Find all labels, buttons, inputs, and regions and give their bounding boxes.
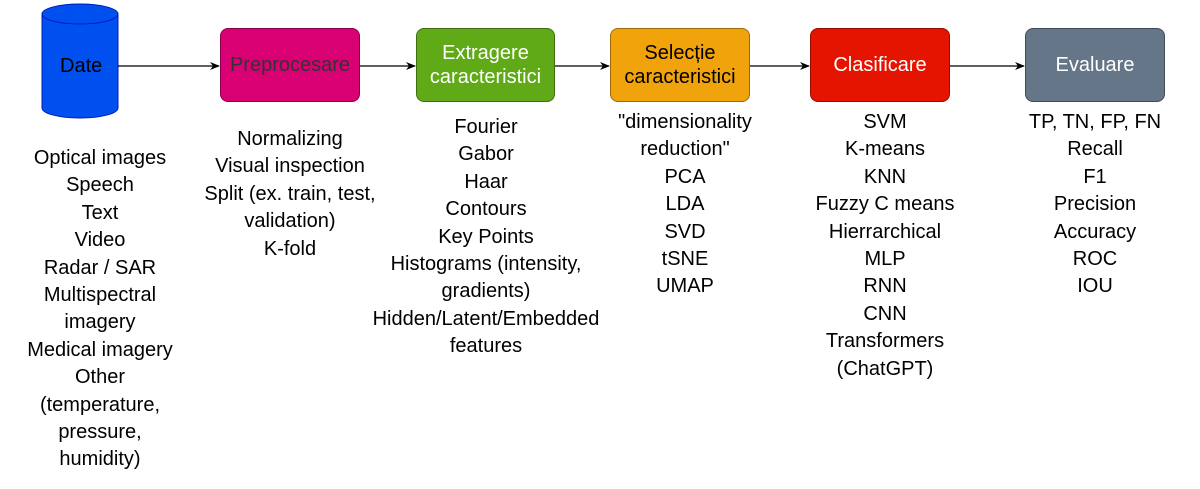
date-details-list: Optical images Speech Text Video Radar /… [0, 145, 200, 474]
list-item: Key Points [438, 225, 534, 248]
list-item: PCA [664, 165, 706, 188]
list-item: (temperature, [39, 393, 161, 416]
list-item: Hierrarchical [828, 220, 942, 243]
list-item: Recall [1067, 138, 1123, 161]
list-item: validation) [244, 210, 336, 233]
list-item: MLP [864, 248, 906, 271]
node-preprocesare: Preprocesare [220, 28, 360, 102]
list-item: F1 [1083, 165, 1107, 188]
list-item: Text [81, 201, 119, 224]
list-item: "dimensionality [618, 111, 752, 133]
list-item: CNN [863, 302, 907, 325]
list-item: Histograms (intensity, [390, 253, 582, 276]
list-item: Video [74, 229, 126, 252]
node-evaluare: Evaluare [1025, 28, 1165, 102]
node-clasificare: Clasificare [810, 28, 950, 102]
date-node-shape [41, 3, 119, 119]
list-item: SVM [863, 111, 907, 133]
list-item: K-means [844, 138, 926, 161]
list-item: reduction" [640, 138, 730, 161]
list-item: pressure, [58, 421, 142, 444]
list-item: KNN [863, 165, 907, 188]
list-item: Other [74, 366, 126, 389]
list-item: Multispectral [43, 284, 157, 307]
list-item: ROC [1072, 248, 1118, 271]
list-item: RNN [863, 275, 907, 298]
list-item: Contours [445, 198, 527, 221]
list-item: humidity) [59, 448, 141, 471]
list-item: gradients) [441, 280, 531, 303]
list-item: Hidden/Latent/Embedded [372, 307, 600, 330]
clasificare-details-list: SVM K-means KNN Fuzzy C means Hierrarchi… [790, 109, 980, 383]
list-item: Optical images [33, 147, 167, 169]
list-item: Radar / SAR [43, 256, 157, 279]
selectie-details-list: "dimensionality reduction" PCA LDA SVD t… [600, 109, 770, 301]
list-item: LDA [665, 193, 705, 216]
list-item: Transformers [825, 330, 945, 353]
preprocesare-details-list: Normalizing Visual inspection Split (ex.… [185, 126, 395, 263]
list-item: Visual inspection [215, 155, 365, 178]
node-date-label: Date [60, 55, 103, 77]
list-item: IOU [1077, 275, 1113, 298]
list-item: Medical imagery [27, 338, 173, 361]
list-item: Normalizing [237, 128, 343, 150]
list-item: Speech [66, 174, 134, 197]
list-item: Gabor [458, 143, 514, 166]
list-item: Fourier [454, 116, 518, 138]
list-item: tSNE [661, 248, 709, 271]
node-selectie-caracteristici: Selecție caracteristici [610, 28, 750, 102]
list-item: K-fold [263, 237, 317, 260]
list-item: UMAP [656, 275, 714, 298]
list-item: features [449, 335, 523, 358]
evaluare-details-list: TP, TN, FP, FN Recall F1 Precision Accur… [1000, 109, 1190, 301]
list-item: Split (ex. train, test, [204, 182, 376, 205]
list-item: SVD [664, 220, 706, 243]
list-item: Fuzzy C means [815, 193, 955, 216]
extragere-details-list: Fourier Gabor Haar Contours Key Points H… [350, 114, 622, 361]
list-item: (ChatGPT) [836, 357, 934, 380]
list-item: imagery [64, 311, 136, 334]
node-extragere-caracteristici: Extragere caracteristici [416, 28, 555, 102]
list-item: Precision [1053, 193, 1137, 216]
list-item: Accuracy [1053, 220, 1137, 243]
list-item: Haar [464, 170, 508, 193]
list-item: TP, TN, FP, FN [1028, 111, 1162, 133]
